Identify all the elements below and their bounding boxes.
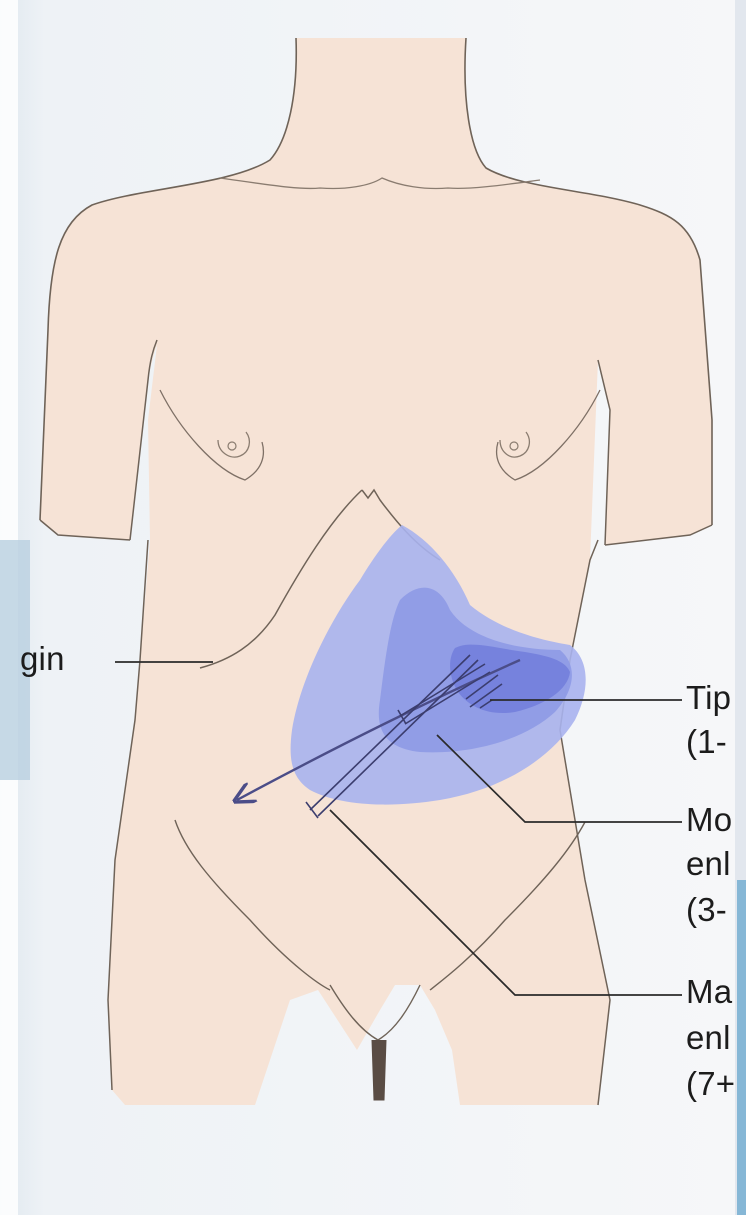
label-tip-range: (1-	[686, 722, 727, 762]
label-massive-title: Ma	[686, 972, 732, 1012]
right-blue-strip	[737, 880, 746, 1215]
label-tip-title: Tip	[686, 678, 731, 718]
label-costal-margin: gin	[20, 639, 65, 679]
label-moderate-title: Mo	[686, 800, 732, 840]
perineum-line	[372, 1040, 386, 1100]
label-moderate-line2: enl	[686, 844, 731, 884]
label-moderate-range: (3-	[686, 890, 727, 930]
label-massive-line2: enl	[686, 1018, 731, 1058]
label-massive-range: (7+	[686, 1064, 735, 1104]
right-label-column: Tip (1- Mo enl (3- Ma enl (7+	[686, 630, 736, 1130]
